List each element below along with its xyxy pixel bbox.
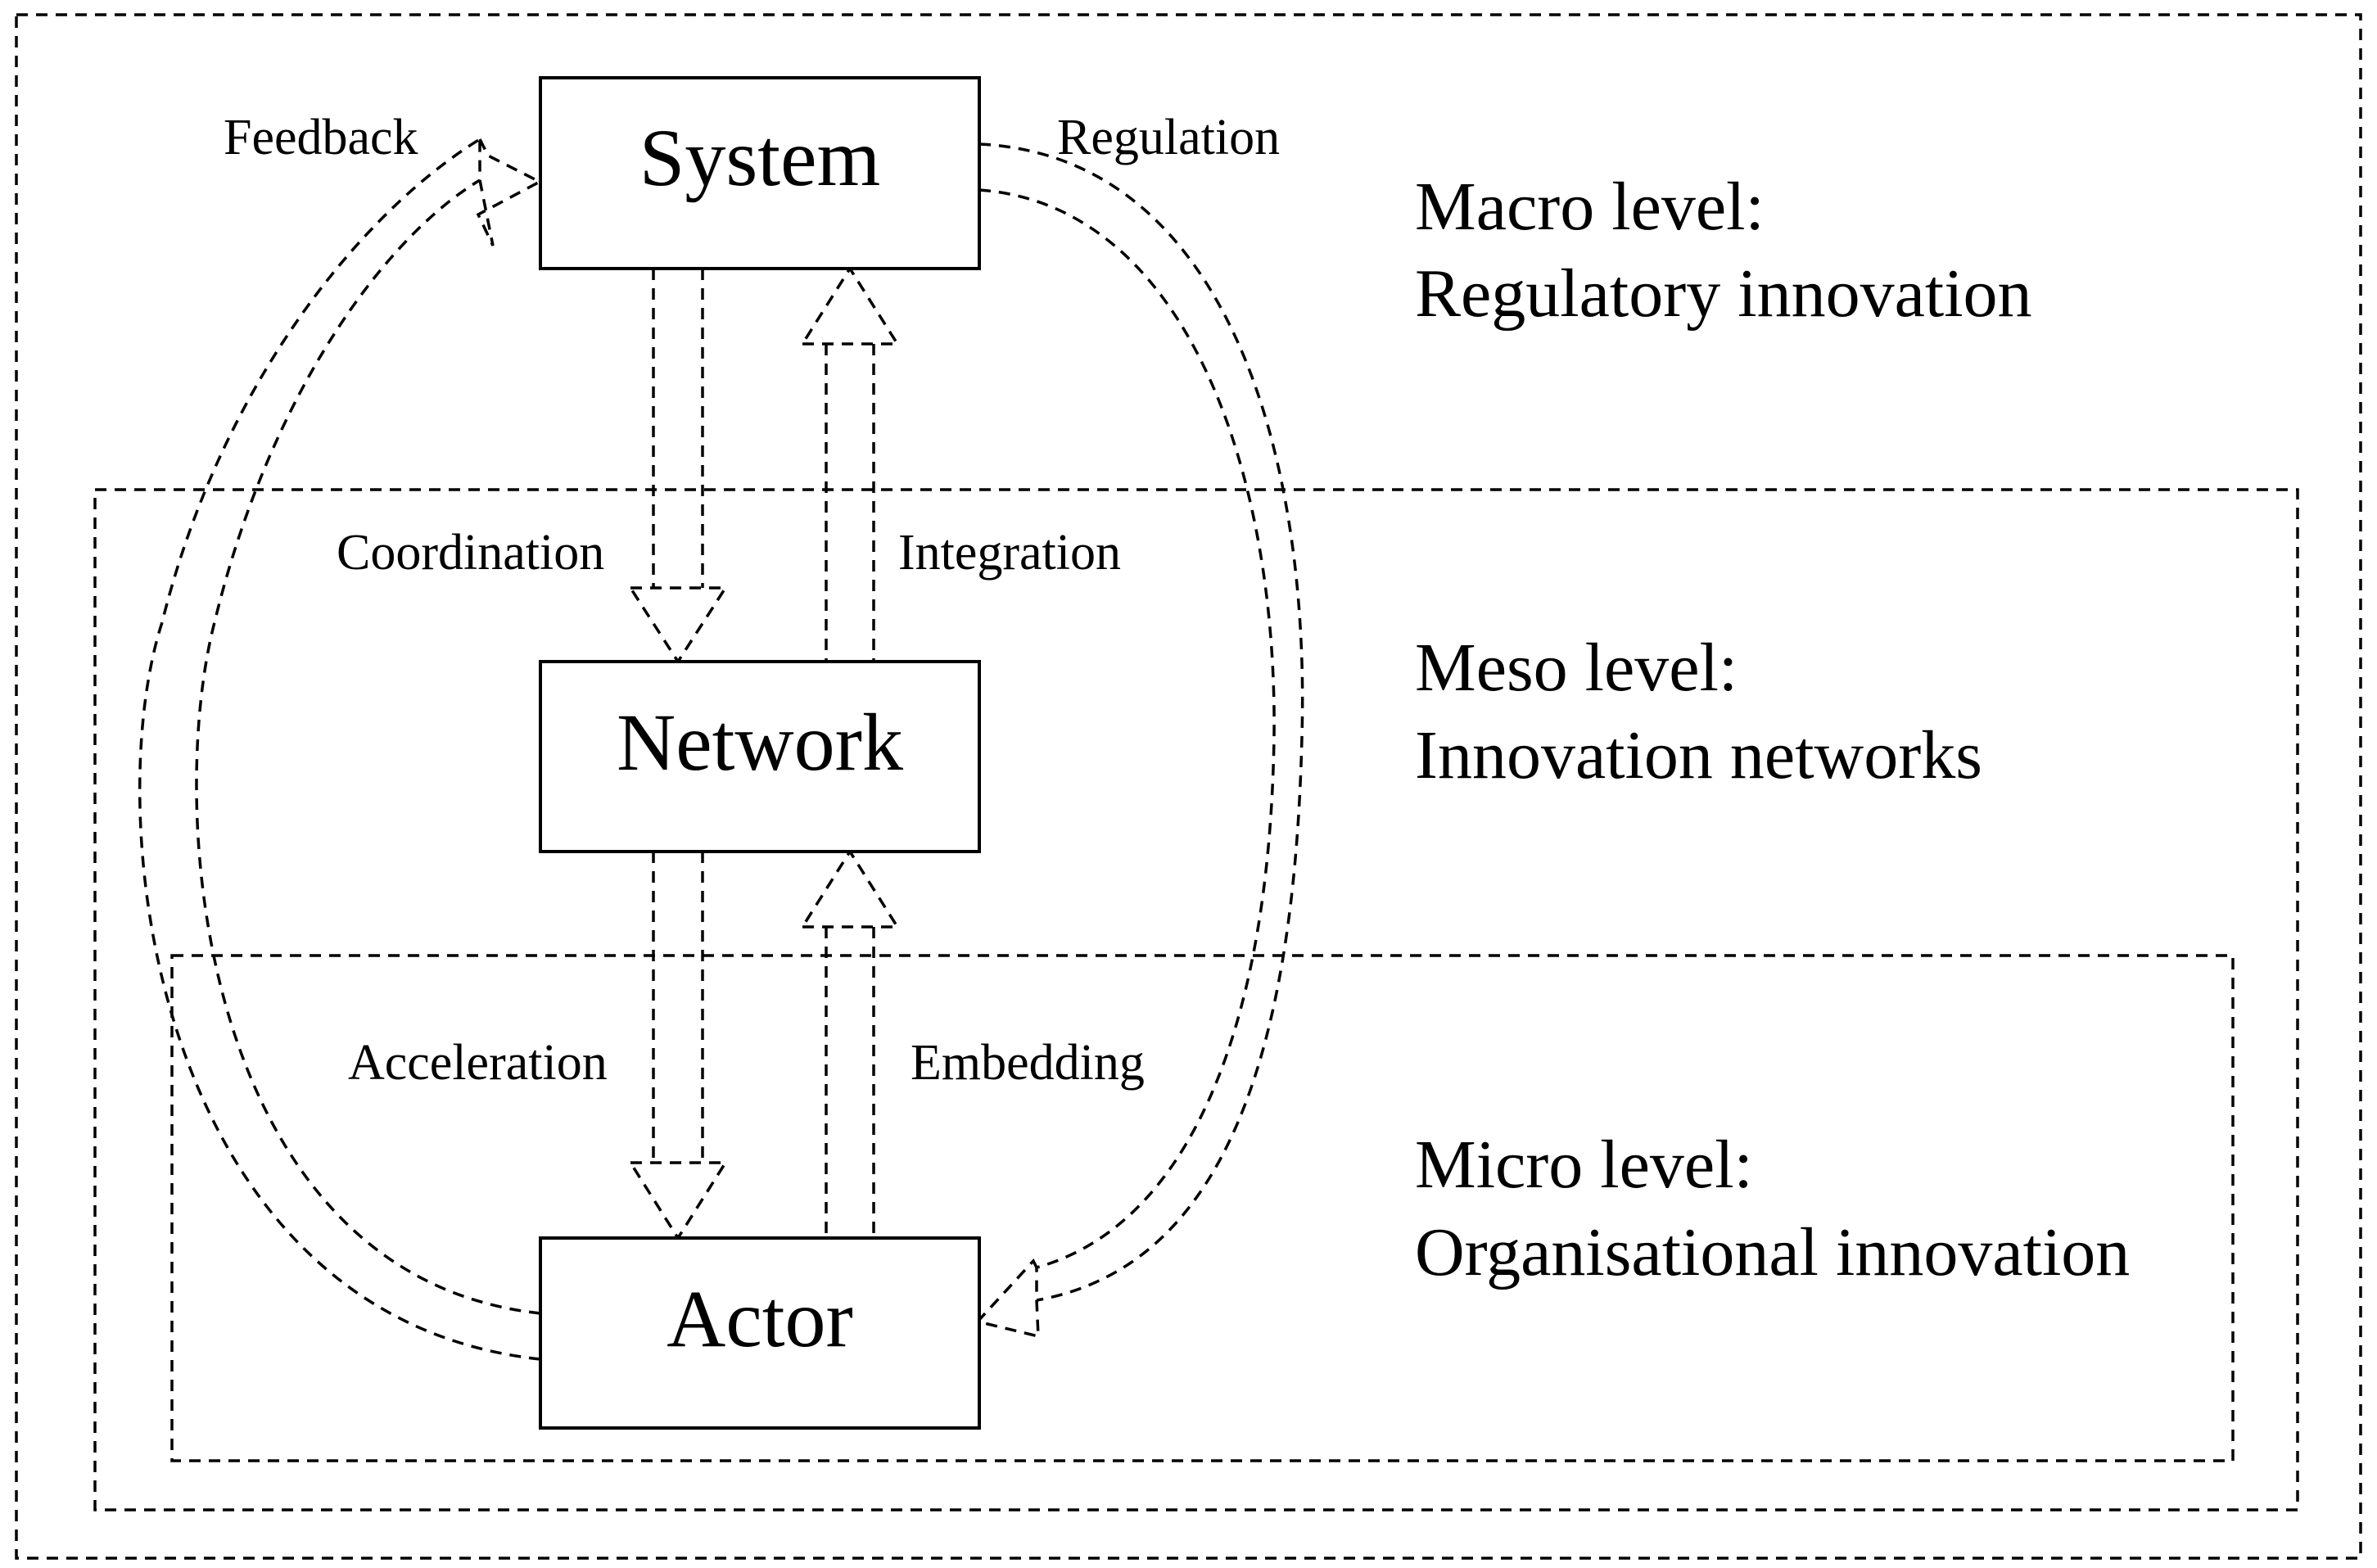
meso-level-frame	[93, 488, 2299, 1512]
regulation-loop	[974, 142, 1304, 1339]
system-label: System	[639, 112, 880, 203]
macro-level-description: Regulatory innovation	[1415, 255, 2032, 332]
feedback-loop	[138, 138, 543, 1361]
integration-label: Integration	[898, 525, 1121, 581]
network-box	[539, 660, 981, 853]
acceleration-arrow	[627, 852, 729, 1241]
feedback-label: Feedback	[224, 110, 418, 165]
embedding-label: Embedding	[911, 1035, 1145, 1091]
regulation-arrowhead	[974, 1258, 1040, 1339]
micro-level-description: Organisational innovation	[1415, 1214, 2130, 1290]
network-label: Network	[617, 697, 903, 788]
acceleration-label: Acceleration	[348, 1035, 608, 1091]
system-box	[539, 76, 981, 270]
macro-level-frame	[15, 13, 2362, 1560]
regulation-label: Regulation	[1057, 110, 1280, 165]
actor-box	[539, 1236, 981, 1430]
micro-level-name: Micro level:	[1415, 1127, 1753, 1203]
actor-label: Actor	[667, 1273, 853, 1364]
coordination-arrow	[627, 269, 729, 665]
micro-level-frame	[170, 954, 2235, 1462]
coordination-label: Coordination	[337, 525, 604, 581]
integration-arrow	[799, 265, 901, 662]
macro-level-name: Macro level:	[1415, 169, 1765, 245]
meso-level-description: Innovation networks	[1415, 717, 1982, 793]
embedding-arrow	[799, 848, 901, 1238]
meso-level-name: Meso level:	[1415, 630, 1738, 706]
feedback-arrowhead	[476, 138, 543, 246]
